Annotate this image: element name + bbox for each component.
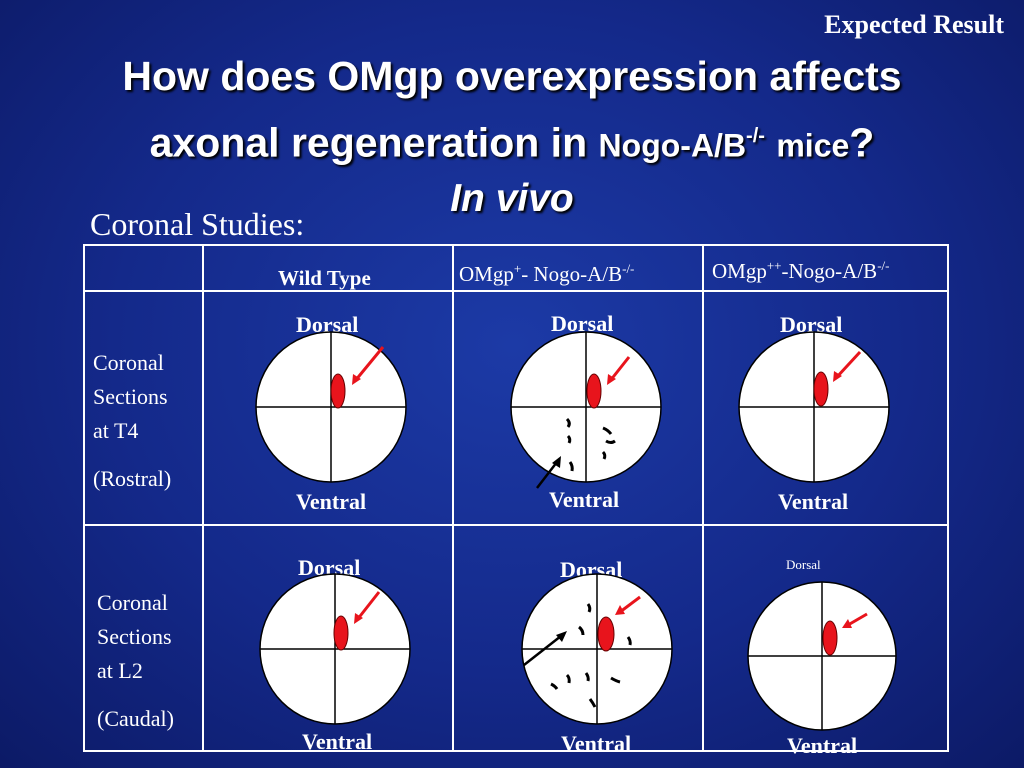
row2-line2: Sections	[97, 624, 172, 649]
row-label-l2: Coronal Sections at L2 (Caudal)	[97, 586, 174, 736]
lesion-arrow	[608, 356, 631, 382]
title-line-2: axonal regeneration in Nogo-A/B-/- mice?	[0, 107, 1024, 175]
lesion-arrowhead	[354, 613, 363, 624]
axon-fragment	[568, 461, 574, 472]
header-col2-mid: - Nogo-A/B	[521, 262, 623, 286]
header-col2-sup2: -/-	[622, 261, 635, 276]
table-border-left	[83, 244, 85, 752]
row2-line1: Coronal	[97, 590, 168, 615]
axon-fragment	[588, 698, 597, 708]
lesion-mark	[822, 620, 838, 656]
title-question-mark: ?	[849, 119, 875, 166]
row1-line4: (Rostral)	[93, 466, 172, 491]
lesion-arrowhead	[615, 605, 625, 615]
header-col2-pre: OMgp	[459, 262, 514, 286]
header-col3-mid: -Nogo-A/B	[781, 259, 878, 283]
axon-fragment	[601, 450, 607, 460]
table-rule-header	[83, 290, 949, 292]
ventral-label-r1c3: Ventral	[778, 489, 849, 514]
header-omgp-plus: OMgp+- Nogo-A/B-/-	[459, 261, 634, 287]
lesion-mark	[813, 371, 829, 407]
ventral-label-r1c1: Ventral	[296, 489, 367, 514]
axon-fragment	[626, 636, 632, 646]
lesion-arrow	[355, 591, 381, 621]
title-line-2-main: axonal regeneration in	[149, 119, 588, 166]
corner-label: Expected Result	[824, 10, 1004, 39]
header-omgp-plusplus: OMgp++-Nogo-A/B-/-	[712, 258, 889, 284]
axon-arrowhead	[552, 456, 561, 468]
dorsal-label-r2c3: Dorsal	[786, 557, 821, 572]
lesion-mark	[333, 615, 349, 651]
lesion-arrow	[847, 612, 868, 627]
ventral-label-r1c2: Ventral	[549, 487, 620, 512]
lesion-mark	[586, 373, 602, 409]
row1-line2: Sections	[93, 384, 168, 409]
axon-arrow	[523, 635, 562, 666]
table-col-rule-3	[702, 244, 704, 752]
table-border-bottom	[83, 750, 949, 752]
table-border-top	[83, 244, 949, 246]
ventral-label-r2c3: Ventral	[787, 733, 858, 758]
axon-fragment	[578, 625, 585, 636]
table-border-right	[947, 244, 949, 752]
axon-arrowhead	[556, 631, 567, 642]
row1-line3: at T4	[93, 418, 139, 443]
axon-fragment	[584, 672, 590, 682]
header-col3-sup2: -/-	[877, 258, 890, 273]
table-col-rule-2	[452, 244, 454, 752]
axon-fragment	[602, 426, 613, 435]
axon-fragment	[610, 676, 621, 684]
lesion-arrowhead	[607, 374, 616, 385]
title-gene: Nogo-A/B	[598, 127, 747, 164]
title-gene-sup: -/-	[746, 125, 765, 147]
title-line-3: In vivo	[450, 177, 574, 220]
lesion-arrowhead	[352, 374, 361, 385]
axon-fragment	[565, 673, 571, 684]
axon-fragment	[566, 434, 572, 444]
lesion-arrow	[353, 346, 385, 382]
header-col3-pre: OMgp	[712, 259, 767, 283]
lesion-arrow	[834, 350, 862, 380]
results-table	[83, 244, 949, 752]
header-col2-sup1: +	[513, 261, 522, 276]
header-col3-sup1: ++	[766, 258, 782, 273]
axon-arrow	[536, 461, 558, 489]
ventral-label-r2c1: Ventral	[302, 729, 373, 754]
axon-fragment	[586, 603, 592, 613]
lesion-arrowhead	[833, 371, 842, 382]
axon-fragment	[550, 682, 559, 690]
axon-fragment	[565, 417, 571, 428]
axon-fragment	[605, 439, 616, 444]
lesion-arrowhead	[842, 619, 852, 628]
subtitle: Coronal Studies:	[90, 206, 305, 242]
title-line-1: How does OMgp overexpression affects	[122, 53, 902, 99]
lesion-arrow	[619, 595, 641, 614]
header-wild-type: Wild Type	[278, 266, 371, 290]
row2-line3: at L2	[97, 658, 143, 683]
title-mice: mice	[776, 127, 850, 164]
ventral-label-r2c2: Ventral	[561, 731, 632, 756]
table-rule-row	[83, 524, 949, 526]
table-col-rule-1	[202, 244, 204, 752]
lesion-mark	[330, 373, 346, 409]
row1-line1: Coronal	[93, 350, 164, 375]
row2-line4: (Caudal)	[97, 706, 174, 731]
row-label-t4: Coronal Sections at T4 (Rostral)	[93, 346, 171, 496]
lesion-mark	[597, 616, 615, 652]
